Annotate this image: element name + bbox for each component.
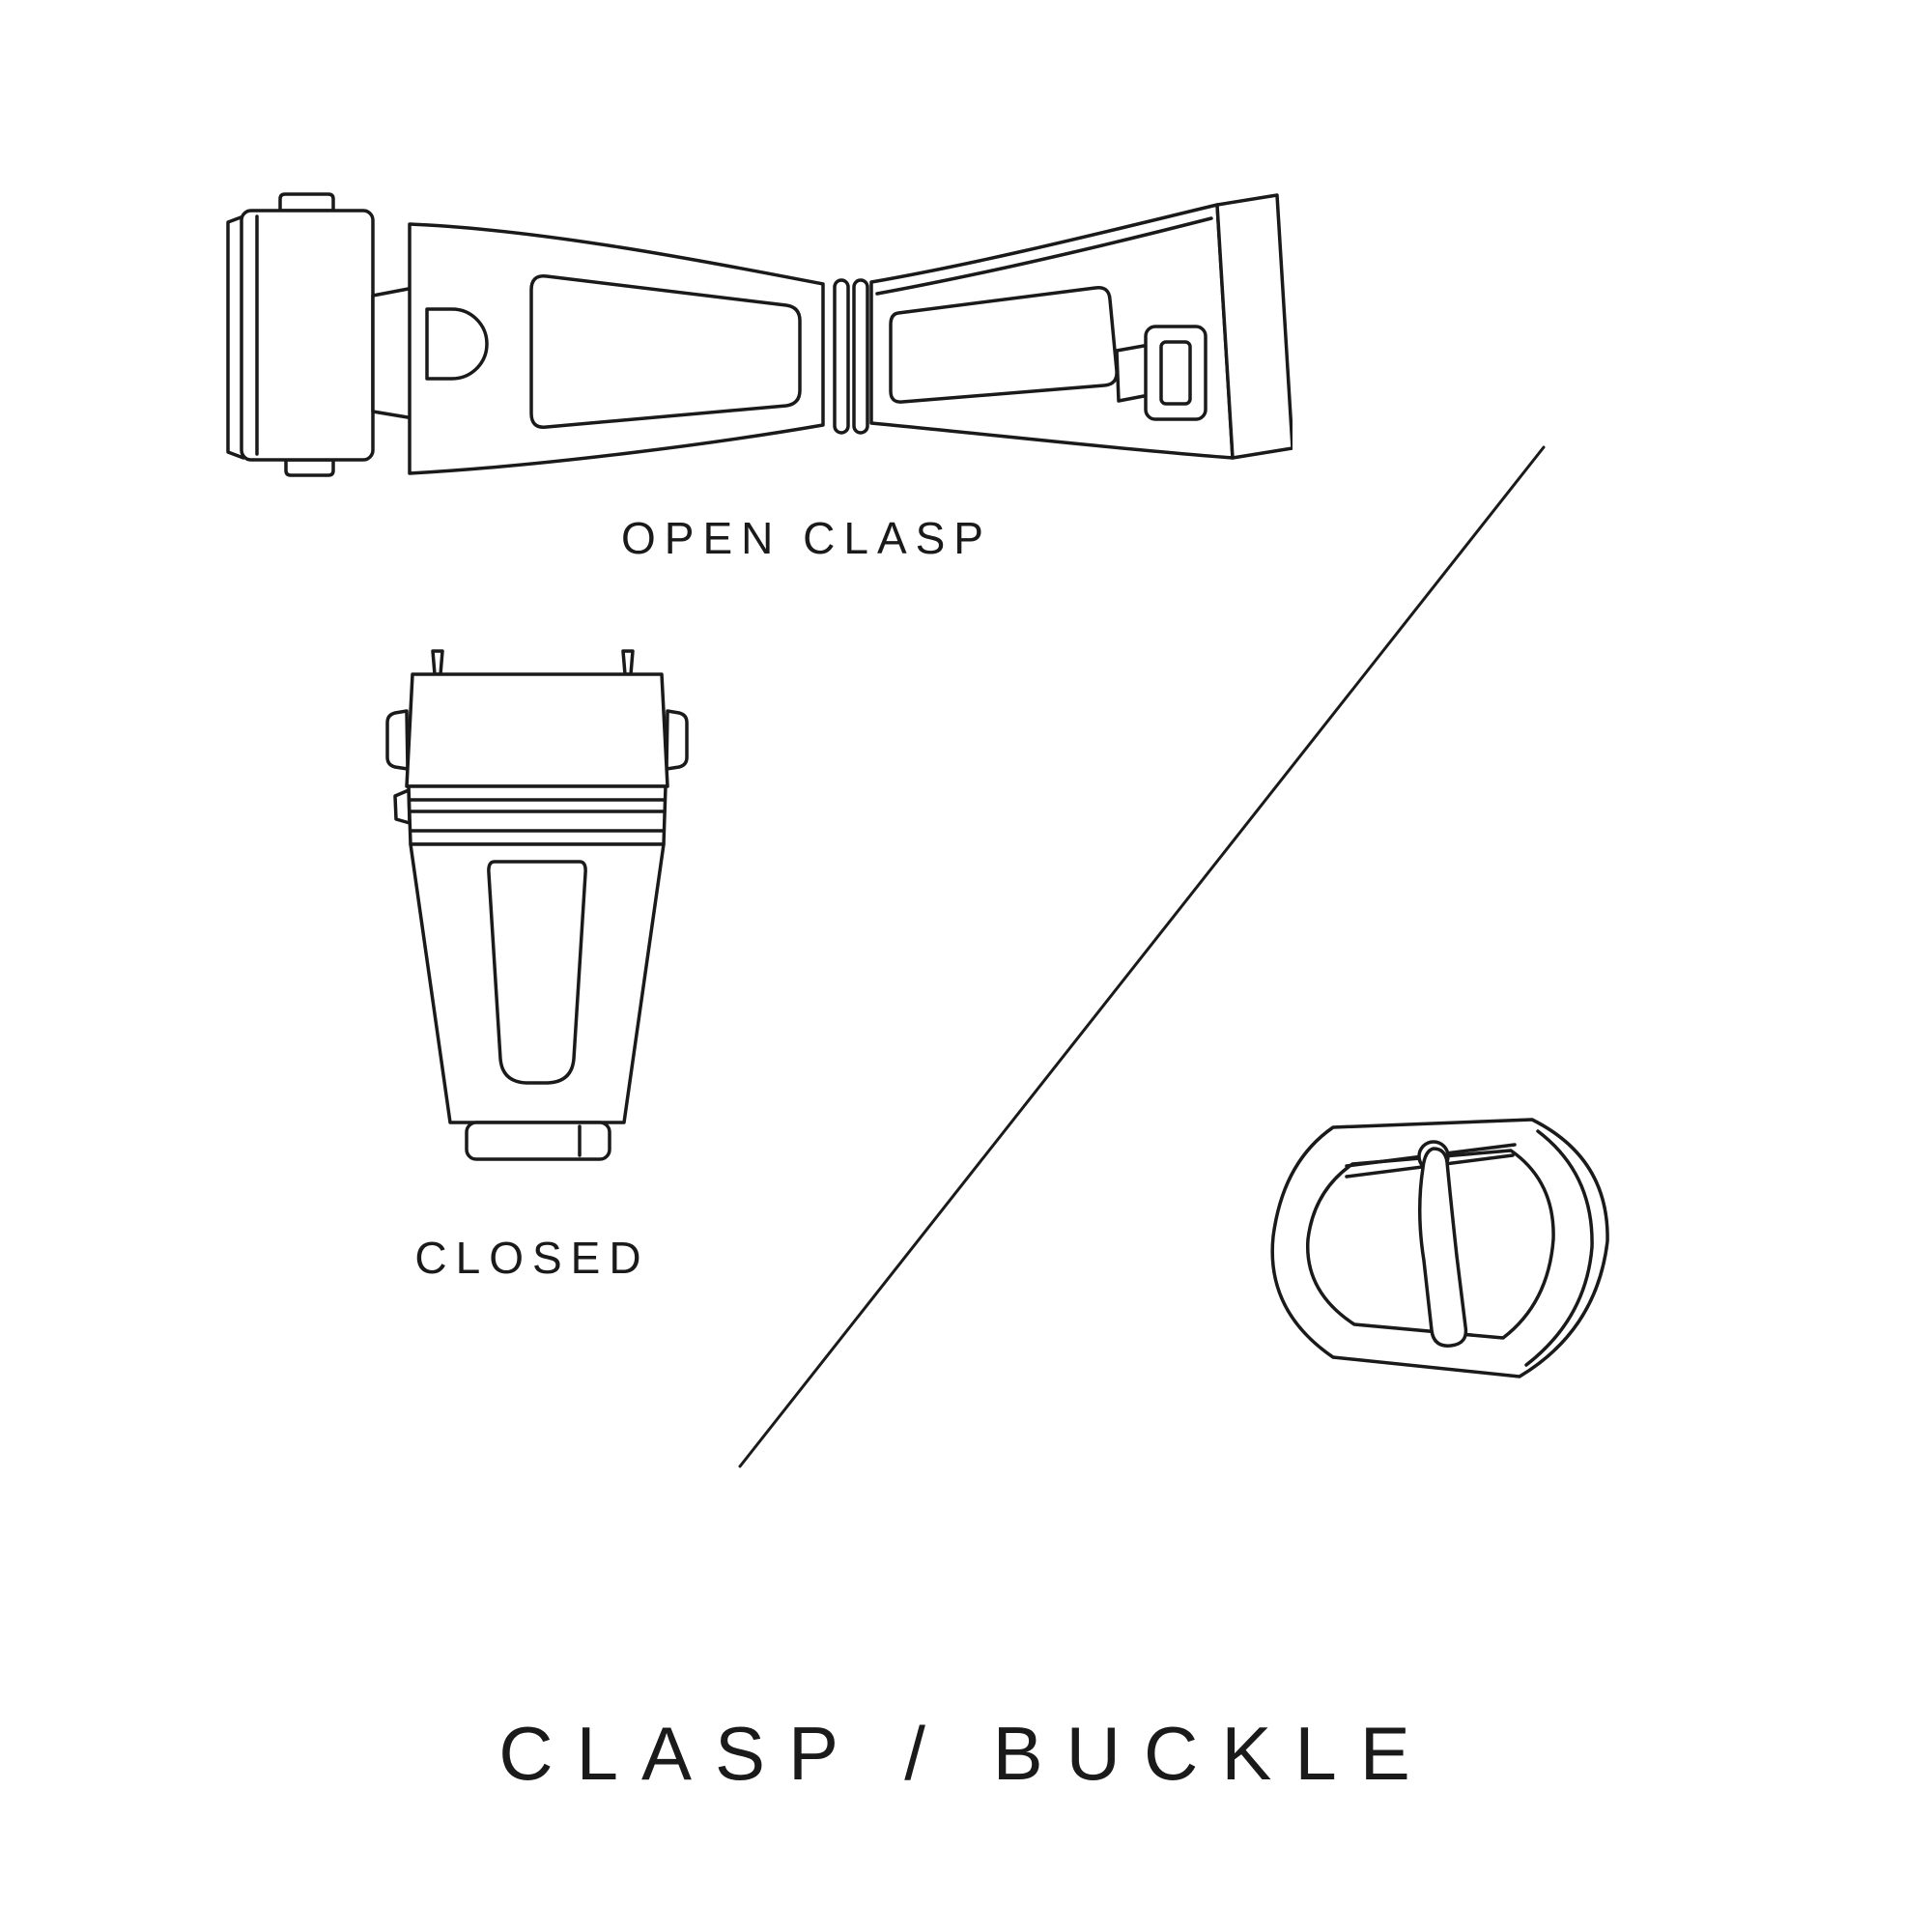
catch-hook [1115,344,1146,403]
buckle-frame [1270,1118,1609,1378]
left-arm [371,222,825,475]
right-prong [621,649,635,676]
closed-clasp [385,649,689,1161]
bottom-cap [465,1121,611,1161]
right-arm [869,193,1293,460]
open-clasp-caption: OPEN CLASP [621,513,992,563]
arm-window [889,286,1119,404]
closed-caption: CLOSED [414,1233,650,1283]
tongue-pin [1418,1147,1468,1348]
fold-edge-line [875,216,1213,296]
d-cutout [425,307,489,381]
keeper-loop-inner [1159,340,1192,406]
frame-thickness-line [1524,1129,1594,1367]
body-window [487,860,587,1085]
center-hinge [833,278,869,435]
page-title: CLASP / BUCKLE [498,1711,1434,1796]
folding-link [226,192,375,477]
tang-buckle-illustration [1270,1118,1609,1378]
clasp-cover [405,672,669,788]
right-pusher [665,709,689,771]
closed-clasp-illustration [385,649,689,1161]
end-cap [1215,193,1293,460]
arm-window [529,274,802,429]
open-clasp-illustration [226,192,1293,477]
left-prong [431,649,444,676]
left-pusher [385,709,410,771]
tang-buckle [1270,1118,1609,1378]
link-band [407,784,668,846]
